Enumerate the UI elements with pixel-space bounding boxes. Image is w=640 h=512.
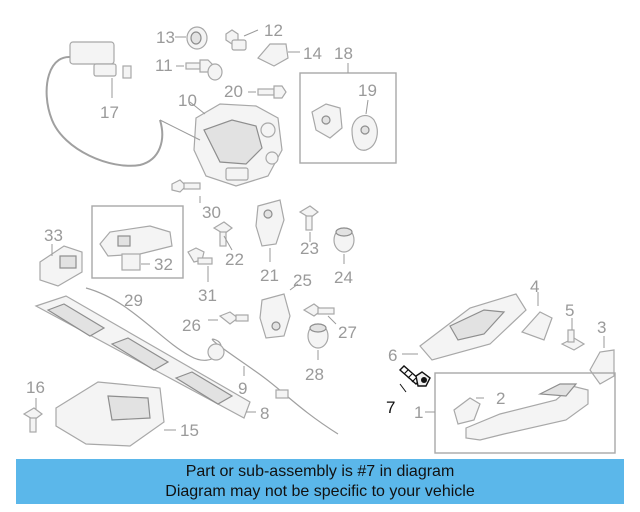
callout-16: 16 xyxy=(26,378,45,397)
callout-21: 21 xyxy=(260,266,279,285)
part-14-cap xyxy=(257,43,300,67)
part-1-door-handle xyxy=(425,372,616,454)
callout-15: 15 xyxy=(180,421,199,440)
part-25-bracket xyxy=(259,283,299,339)
callout-28: 28 xyxy=(305,365,324,384)
callout-30: 30 xyxy=(202,203,221,222)
part-29-handle-kit xyxy=(91,205,184,279)
part-26-screw xyxy=(208,311,249,325)
callout-27: 27 xyxy=(338,323,357,342)
callout-23: 23 xyxy=(300,239,319,258)
part-31-screw xyxy=(187,247,213,282)
part-7-screw-highlighted xyxy=(398,365,431,393)
part-15-handle-carrier xyxy=(55,381,176,447)
part-8-trim-panel xyxy=(34,295,256,419)
callout-6: 6 xyxy=(388,346,397,365)
callout-4: 4 xyxy=(530,277,539,296)
callout-22: 22 xyxy=(225,250,244,269)
callout-17: 17 xyxy=(100,103,119,122)
callout-18: 18 xyxy=(334,44,353,63)
callout-5: 5 xyxy=(565,301,574,320)
callout-7: 7 xyxy=(386,398,395,417)
callout-33: 33 xyxy=(44,226,63,245)
part-10-door-latch xyxy=(159,101,283,187)
callout-12: 12 xyxy=(264,21,283,40)
diagram-note-banner: Part or sub-assembly is #7 in diagram Di… xyxy=(16,459,624,504)
callout-10: 10 xyxy=(178,91,197,110)
part-22-screw xyxy=(212,221,233,251)
part-23-screw xyxy=(298,205,319,242)
callout-20: 20 xyxy=(224,82,243,101)
part-17-cable xyxy=(45,41,164,167)
part-18-bracket-kit xyxy=(299,63,397,164)
part-16-screw xyxy=(22,398,43,433)
callout-13: 13 xyxy=(156,28,175,47)
part-13-grommet xyxy=(175,26,208,50)
callout-29: 29 xyxy=(124,291,143,310)
banner-line-disclaimer: Diagram may not be specific to your vehi… xyxy=(165,482,475,500)
part-20-screw xyxy=(248,85,287,99)
callout-14: 14 xyxy=(303,44,322,63)
part-6-handle-base xyxy=(402,293,527,361)
callout-2: 2 xyxy=(496,389,505,408)
callout-26: 26 xyxy=(182,316,201,335)
callout-19: 19 xyxy=(358,81,377,100)
part-9-cable xyxy=(85,287,339,435)
part-21-striker xyxy=(255,199,285,262)
callout-3: 3 xyxy=(597,318,606,337)
callout-9: 9 xyxy=(238,379,247,398)
part-30-screw xyxy=(171,179,201,203)
callout-11: 11 xyxy=(155,56,173,75)
part-24-bushing xyxy=(333,227,355,264)
part-4-gasket xyxy=(520,292,553,341)
callout-labels: 13 12 14 11 18 20 19 10 17 30 33 23 22 3… xyxy=(26,21,606,440)
part-11-bolt xyxy=(176,59,223,81)
part-33-housing xyxy=(39,244,83,287)
callout-32: 32 xyxy=(154,255,173,274)
callout-1: 1 xyxy=(414,403,423,422)
part-27-screw xyxy=(302,303,337,325)
callout-31: 31 xyxy=(198,286,217,305)
callout-24: 24 xyxy=(334,268,353,287)
part-28-bushing xyxy=(307,323,329,360)
part-12-pin xyxy=(225,29,259,51)
part-5-screw xyxy=(560,318,586,351)
callout-25: 25 xyxy=(293,271,312,290)
banner-line-part-number: Part or sub-assembly is #7 in diagram xyxy=(185,462,455,480)
part-3-end-cap xyxy=(589,336,615,385)
callout-8: 8 xyxy=(260,404,269,423)
